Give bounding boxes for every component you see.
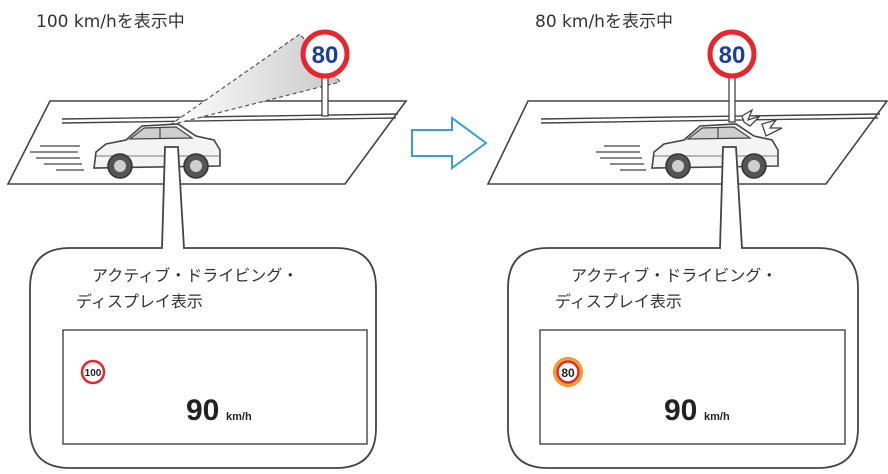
vehicle-speed-unit: km/h <box>704 411 730 423</box>
sign-value: 80 <box>719 42 746 69</box>
sign-value: 80 <box>312 42 339 69</box>
head-up-display-screen <box>539 329 846 445</box>
head-up-display-screen <box>62 329 368 445</box>
motion-lines <box>596 145 646 171</box>
vehicle-speed-value: 90 <box>664 394 697 427</box>
callout-title-line2: ディスプレイ表示 <box>76 292 203 311</box>
display-sign-value: 100 <box>85 368 102 379</box>
right-caption: 80 km/hを表示中 <box>535 12 673 32</box>
motion-lines <box>30 145 84 171</box>
callout-title-line1: アクティブ・ドライビング・ <box>571 266 777 285</box>
vehicle-speed-value: 90 <box>186 394 219 427</box>
callout-title-line1: アクティブ・ドライビング・ <box>92 266 298 285</box>
speed-limit-sign-icon: 80 <box>707 29 757 79</box>
display-speed-limit-icon: 100 <box>80 359 106 385</box>
callout-title-line2: ディスプレイ表示 <box>555 292 682 311</box>
speed-limit-sign-icon: 80 <box>300 29 350 79</box>
vehicle-speed-unit: km/h <box>226 411 252 423</box>
transition-arrow-icon <box>411 116 488 170</box>
display-speed-limit-icon: 80 <box>553 357 583 387</box>
display-sign-value: 80 <box>561 366 575 380</box>
left-panel: 100 km/hを表示中 80 アクティブ・ドラ <box>6 12 408 469</box>
left-caption: 100 km/hを表示中 <box>36 12 185 32</box>
recognition-spark-icon <box>741 108 783 137</box>
right-panel: 80 km/hを表示中 80 <box>486 12 888 469</box>
